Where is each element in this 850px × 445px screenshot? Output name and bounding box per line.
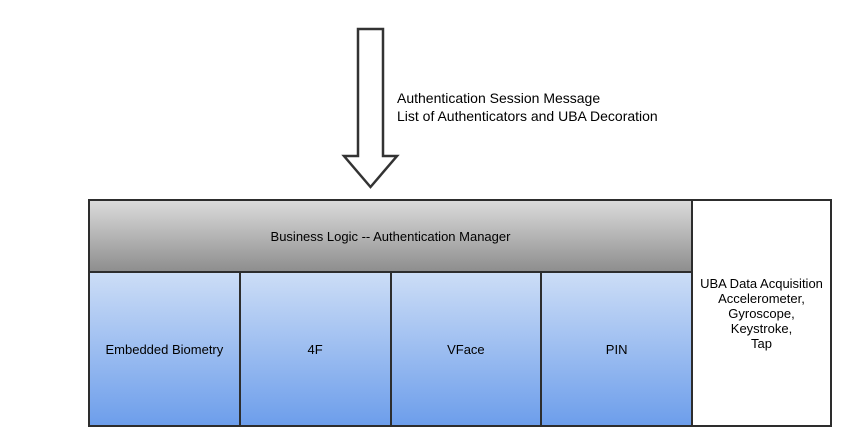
authenticator-box-vface: VFace [391, 273, 541, 425]
business-logic-header-label: Business Logic -- Authentication Manager [270, 228, 511, 244]
down-arrow-icon [336, 26, 402, 192]
down-arrow-svg [341, 27, 400, 189]
uba-label-line3: Gyroscope, Keystroke, [728, 305, 795, 336]
authenticator-box-4f: 4F [240, 273, 390, 425]
business-logic-header-box: Business Logic -- Authentication Manager [90, 201, 691, 271]
authenticator-label: 4F [307, 341, 323, 357]
authenticator-label: Embedded Biometry [105, 341, 224, 357]
authenticator-label: VFace [447, 341, 485, 357]
uba-label-line4: Tap [751, 335, 772, 351]
authenticator-label: PIN [605, 341, 628, 357]
authenticator-box-embedded-biometry: Embedded Biometry [90, 273, 239, 425]
arrow-annotation-line2: List of Authenticators and UBA Decoratio… [397, 108, 658, 124]
uba-label-line1: UBA Data Acquisition [700, 275, 823, 291]
arrow-annotation: Authentication Session Message List of A… [397, 89, 658, 125]
uba-data-acquisition-box: UBA Data Acquisition Accelerometer, Gyro… [693, 201, 830, 425]
authenticator-box-pin: PIN [542, 273, 691, 425]
authentication-diagram: Business Logic -- Authentication Manager… [88, 199, 832, 427]
arrow-annotation-line1: Authentication Session Message [397, 90, 601, 106]
uba-label-line2: Accelerometer, [718, 290, 805, 306]
